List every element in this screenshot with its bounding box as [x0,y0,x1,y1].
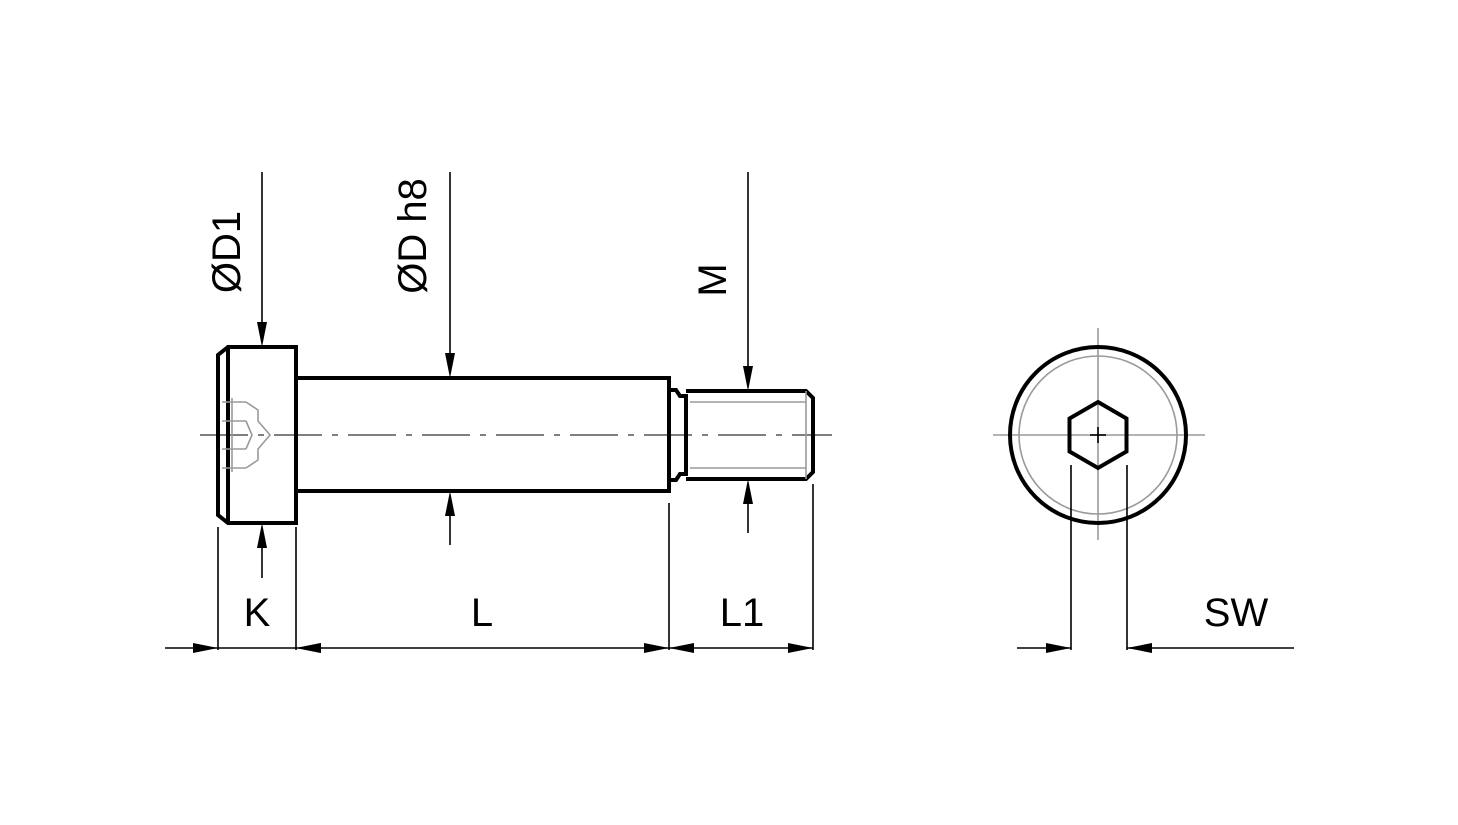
diameter-leaders [257,172,753,578]
length-dimensions [165,484,814,653]
side-view [200,345,832,525]
label-thread: M [691,263,735,296]
label-socket-width: SW [1204,591,1269,635]
end-view [993,328,1294,653]
label-thread-length: L1 [720,591,765,635]
thread-undercut [669,388,688,482]
arrow-down-d1 [257,322,267,347]
hex-socket [1067,399,1129,471]
label-shaft-length: L [471,591,493,635]
arrow-up-d1 [257,523,267,548]
arrow-l-right [644,643,669,653]
arrow-sw-left [1046,643,1071,653]
hex-socket-hidden-detail [222,398,272,472]
label-head-diameter: ØD1 [205,211,249,293]
head-outer-circle [1008,345,1188,525]
arrow-l1-left [669,643,694,653]
arrow-up-d [445,491,455,516]
arrow-down-m [743,366,753,391]
label-shaft-diameter: ØD h8 [391,178,435,294]
thread-section [686,389,815,481]
arrow-up-m [743,479,753,504]
arrow-l1-right [788,643,813,653]
arrow-k-left [193,643,218,653]
head-chamfer-circle [1018,355,1178,515]
arrow-down-d [445,353,455,378]
label-head-length: K [244,591,271,635]
screw-shoulder [294,376,671,493]
arrow-sw-right [1127,643,1152,653]
arrow-l-left [296,643,321,653]
